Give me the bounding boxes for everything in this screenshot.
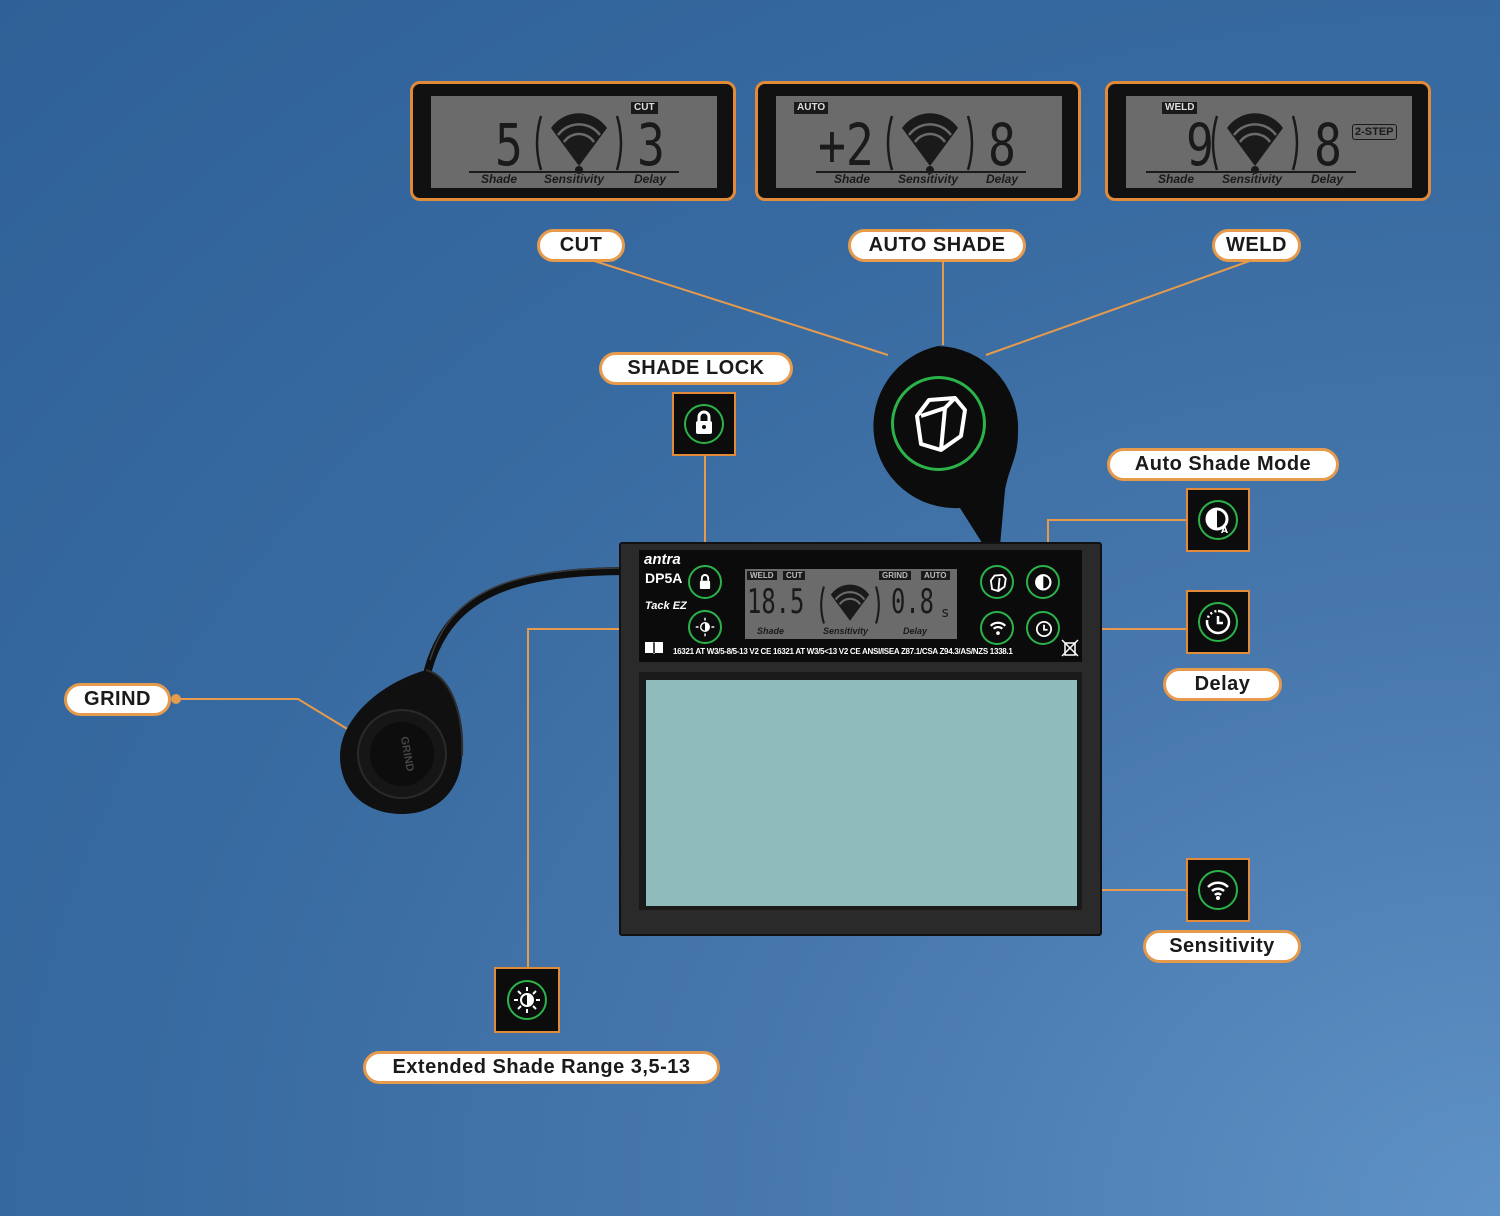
weld-mode-display: WELD 9 8 2-STEP Shade Sensitivity Delay [1105,81,1431,201]
shade-lock-icon-box [672,392,736,456]
grind-remote: GRIND [338,664,464,814]
certification-text: 16321 AT W3/5-8/5-13 V2 CE 16321 AT W3/5… [673,647,1013,656]
shade-lock-button[interactable] [688,565,722,599]
helmet-icon [915,396,967,452]
caption-rule [469,171,679,173]
sub-brand: Tack EZ [645,600,687,612]
shade-value: +2 [818,111,874,179]
tag-cut: CUT [783,571,806,580]
auto-shade-mode-icon-box: A [1186,488,1250,552]
brightness-icon [695,617,715,637]
shade-range-button[interactable] [688,610,722,644]
tag-grind: GRIND [879,571,911,580]
mode-tag: WELD [1162,102,1198,114]
model-name: DP5A [645,570,683,586]
lock-ring [684,404,724,444]
filter-caption-sensitivity: Sensitivity [823,626,869,636]
caption-rule [1146,171,1356,173]
filter-caption-shade: Shade [757,626,785,636]
delay-button[interactable] [1026,611,1060,645]
auto-ring [1198,500,1238,540]
caption-sensitivity: Sensitivity [544,172,605,186]
viewing-lens [646,680,1077,906]
lcd-screen: AUTO +2 8 Shade Sensitivity Delay [776,96,1062,188]
clock-icon [1205,609,1231,635]
delay-ring [1198,602,1238,642]
filter-caption-delay: Delay [903,626,928,636]
tag-auto: AUTO [921,571,950,580]
delay-icon-box [1186,590,1250,654]
lcd-screen: CUT 5 3 Shade Sensitivity Delay [431,96,717,188]
helmet-mode-ring [891,376,986,471]
auto-darkening-filter [619,542,1102,936]
mode-button[interactable] [980,565,1014,599]
mode-tag: CUT [631,102,658,114]
manual-icon [645,642,663,654]
wifi-icon [1207,881,1229,900]
lock-icon [699,574,711,589]
sensitivity-icon [535,113,623,174]
caption-delay: Delay [986,172,1019,186]
grind-label: GRIND [64,683,171,716]
tag-weld: WELD [747,571,777,580]
svg-text:A: A [1221,526,1228,534]
two-step-tag: 2-STEP [1352,124,1397,140]
brightness-icon [514,987,540,1013]
helmet-icon [989,573,1007,593]
extended-shade-label: Extended Shade Range 3,5-13 [363,1051,720,1084]
caption-delay: Delay [1311,172,1344,186]
delay-value: 8 [1314,111,1342,179]
filter-delay-value: 0.8 [891,582,934,622]
lcd-screen: WELD 9 8 2-STEP Shade Sensitivity Delay [1126,96,1412,188]
auto-shade-icon [1035,574,1052,591]
sensitivity-label: Sensitivity [1143,930,1301,963]
delay-label: Delay [1163,668,1282,701]
brand-logo: antra [644,551,681,568]
filter-lcd: WELD CUT GRIND AUTO 18.5 0.8 s Shade Sen… [745,569,957,639]
auto-shade-mode-label: Auto Shade Mode [1107,448,1339,481]
delay-value: 3 [637,111,665,179]
wifi-icon [989,621,1007,635]
auto-mode-display: AUTO +2 8 Shade Sensitivity Delay [755,81,1081,201]
sensitivity-icon [1211,113,1299,174]
filter-delay-unit: s [941,605,950,621]
cut-mode-display: CUT 5 3 Shade Sensitivity Delay [410,81,736,201]
extended-ring [507,980,547,1020]
sensitivity-button[interactable] [980,611,1014,645]
sensitivity-ring [1198,870,1238,910]
caption-sensitivity: Sensitivity [898,172,959,186]
shade-value: 5 [495,111,523,179]
mode-tag: AUTO [794,102,829,114]
caption-shade: Shade [1158,172,1195,186]
sensitivity-icon [820,584,880,624]
sensitivity-icon-box [1186,858,1250,922]
remote-body [340,669,464,814]
auto-shade-label: AUTO SHADE [848,229,1026,262]
weld-label: WELD [1212,229,1301,262]
shade-lock-label: SHADE LOCK [599,352,793,385]
filter-shade-value: 18.5 [747,582,805,622]
lock-icon [696,410,712,434]
auto-shade-icon: A [1205,507,1229,534]
cut-label: CUT [537,229,625,262]
caption-sensitivity: Sensitivity [1222,172,1283,186]
caption-shade: Shade [834,172,871,186]
shade-value: 9 [1186,111,1214,179]
auto-shade-mode-button[interactable] [1026,565,1060,599]
caption-rule [816,171,1026,173]
caption-shade: Shade [481,172,518,186]
delay-value: 8 [988,111,1016,179]
extended-shade-icon-box [494,967,560,1033]
clock-icon [1035,620,1053,638]
no-disposal-icon [1061,639,1079,657]
caption-delay: Delay [634,172,667,186]
